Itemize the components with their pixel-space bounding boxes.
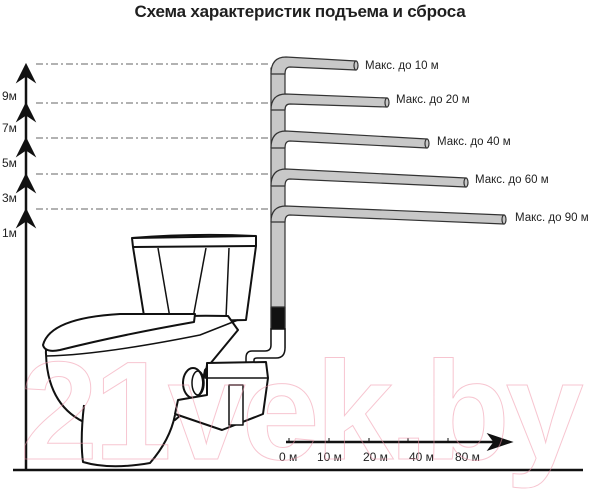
branch-label-40m: Макс. до 40 м bbox=[437, 136, 511, 148]
distance-label-10m: 10 м bbox=[317, 450, 342, 464]
branch-label-10m: Макс. до 10 м bbox=[365, 60, 439, 72]
height-label-1m: 1м bbox=[2, 226, 17, 240]
distance-label-20m: 20 м bbox=[363, 450, 388, 464]
branch-label-60m: Макс. до 60 м bbox=[475, 174, 549, 186]
vertical-height-axis bbox=[15, 62, 37, 470]
horizontal-distance-axis bbox=[286, 433, 514, 451]
branch-label-20m: Макс. до 20 м bbox=[396, 94, 470, 106]
toilet-seat bbox=[42, 313, 196, 352]
macerator-pump bbox=[174, 361, 269, 431]
toilet-illustration bbox=[42, 233, 269, 468]
diagram-title: Схема характеристик подъема и сброса bbox=[134, 2, 466, 21]
height-label-9m: 9м bbox=[2, 89, 17, 103]
arrow-up-icon bbox=[15, 101, 37, 123]
height-label-7m: 7м bbox=[2, 121, 17, 135]
arrow-up-icon bbox=[15, 207, 37, 229]
height-label-5m: 5м bbox=[2, 156, 17, 170]
arrow-up-icon bbox=[15, 62, 37, 84]
discharge-pipe bbox=[270, 56, 507, 349]
distance-label-80m: 80 м bbox=[455, 450, 480, 464]
distance-label-40m: 40 м bbox=[409, 450, 434, 464]
pump-inlet-pipe bbox=[245, 328, 286, 366]
branch-label-90m: Макс. до 90 м bbox=[515, 212, 589, 224]
height-label-3m: 3м bbox=[2, 191, 17, 205]
arrow-up-icon bbox=[15, 172, 37, 194]
distance-label-0m: 0 м bbox=[279, 450, 298, 464]
arrow-up-icon bbox=[15, 136, 37, 158]
toilet-pedestal bbox=[80, 404, 176, 468]
height-guide-lines bbox=[36, 63, 270, 210]
arrow-right-icon bbox=[486, 433, 514, 451]
